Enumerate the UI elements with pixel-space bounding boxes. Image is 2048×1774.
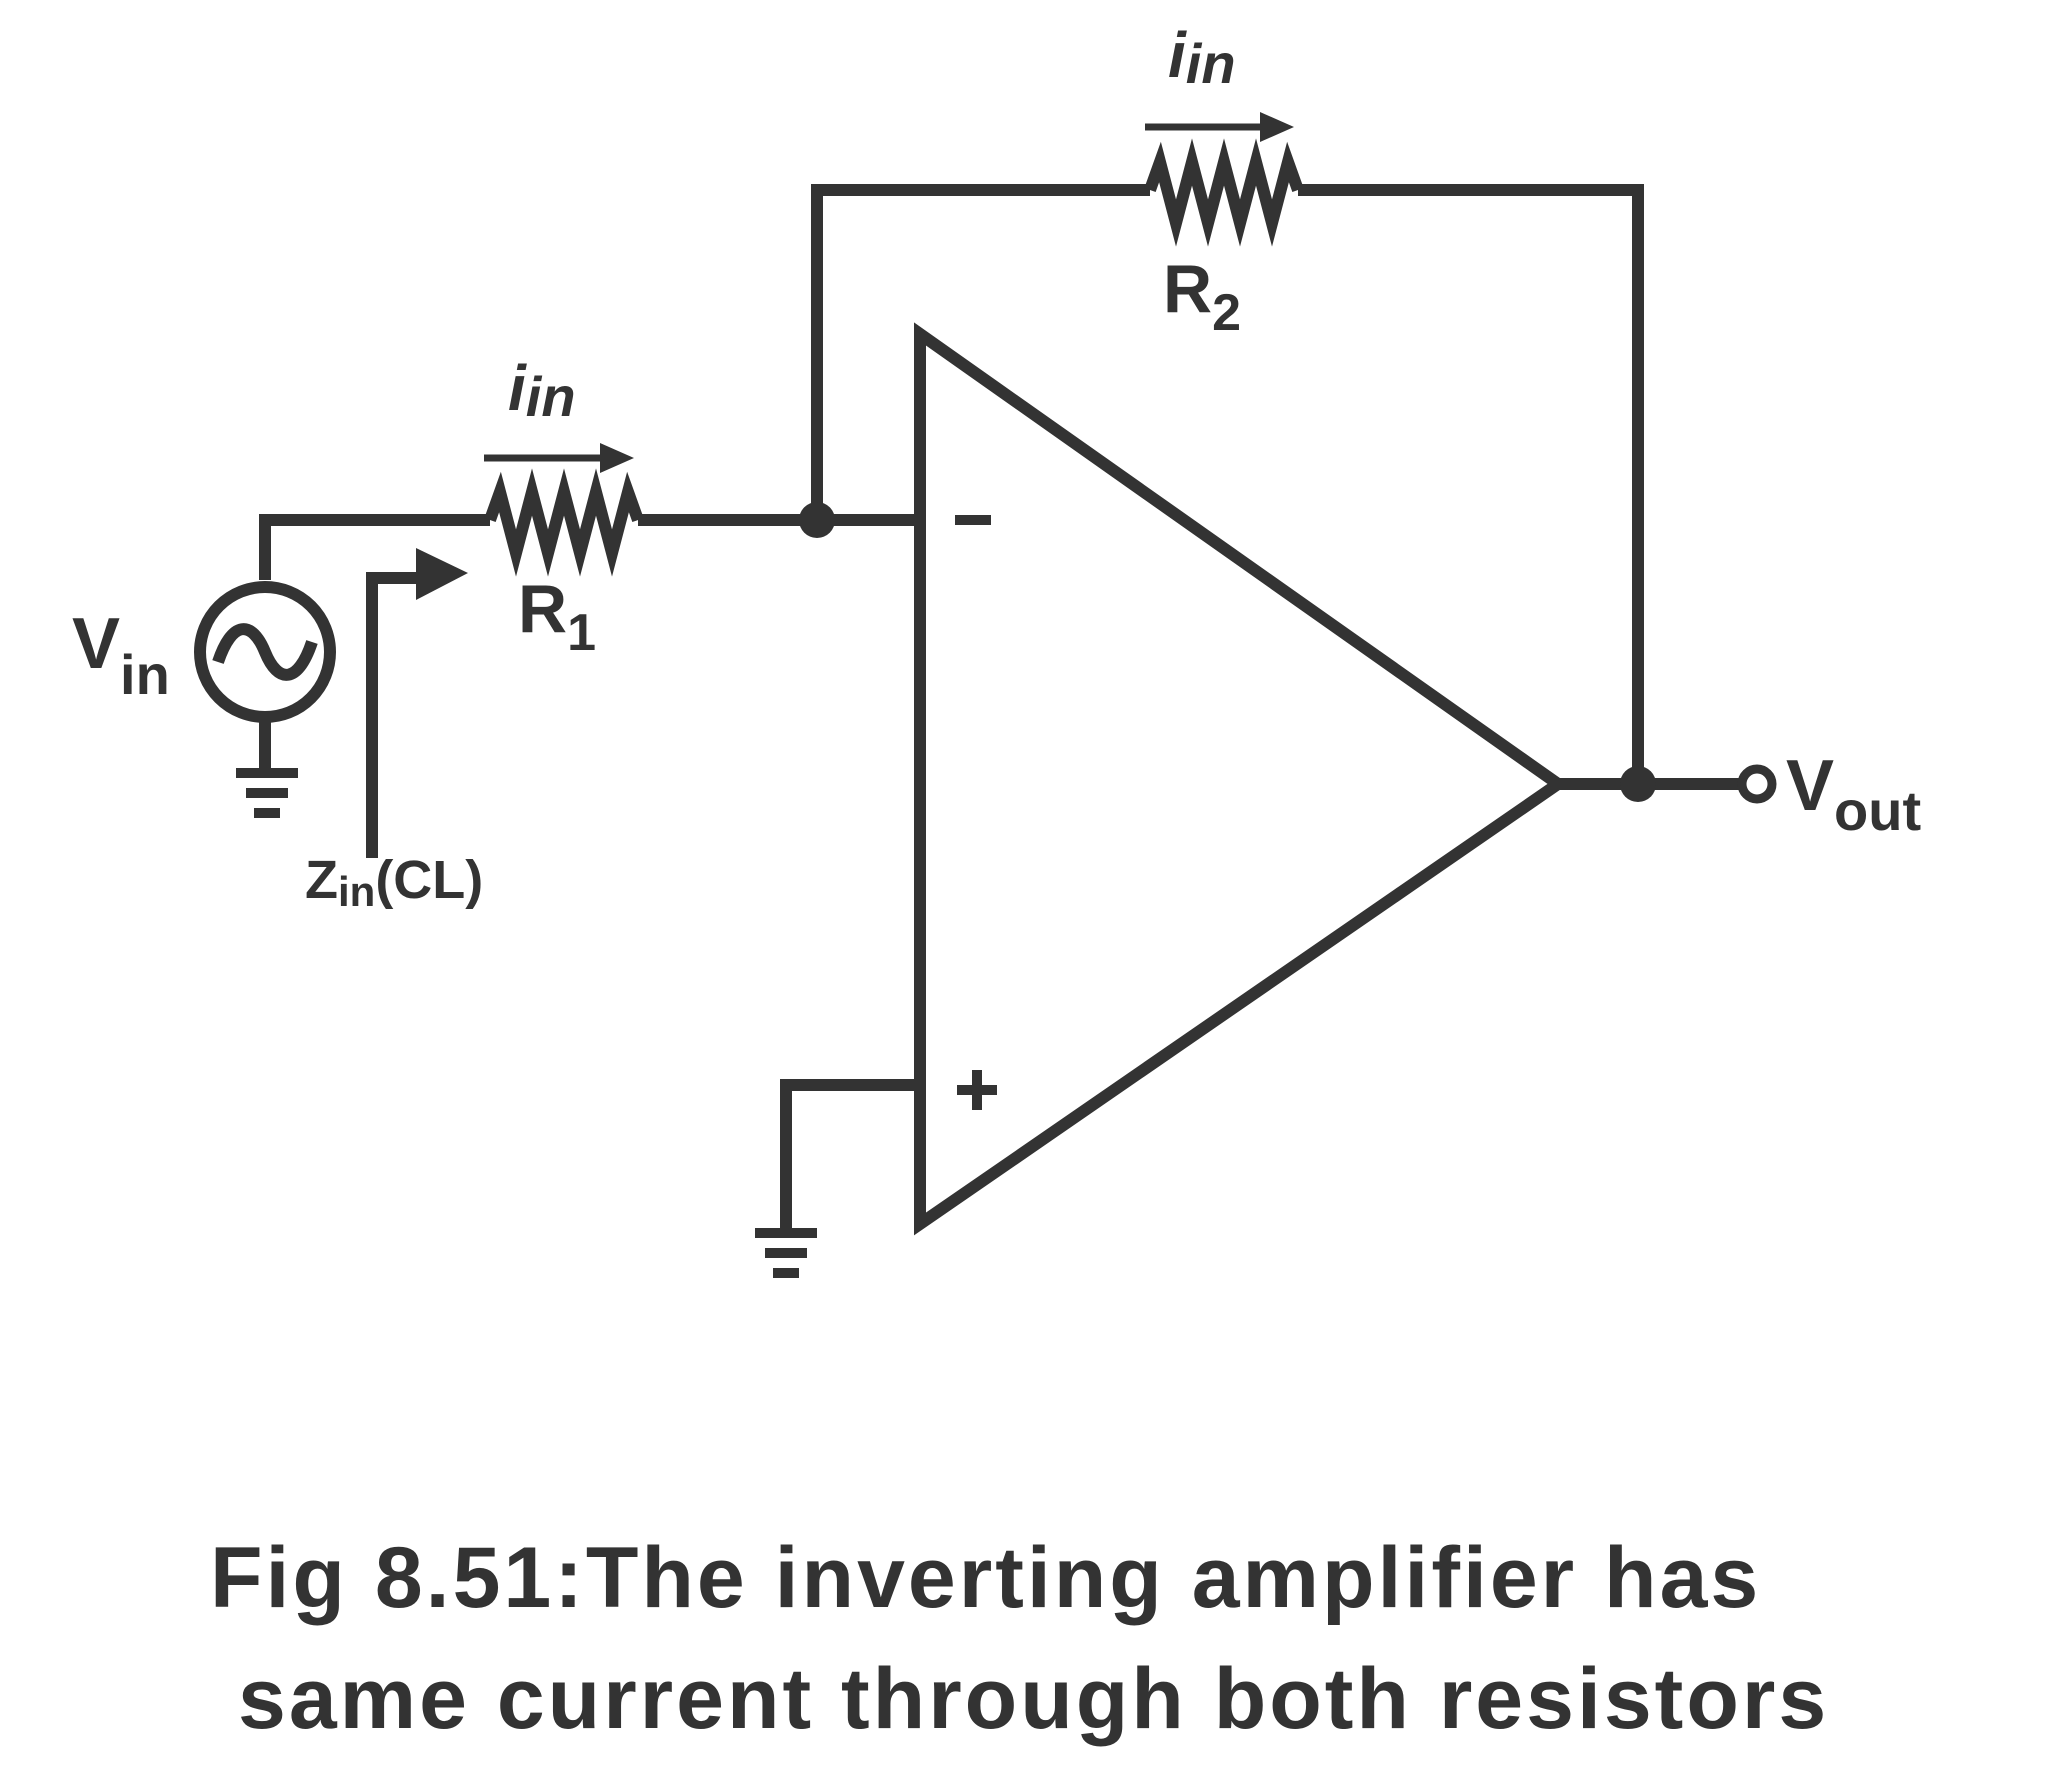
zin-indicator-line: [366, 572, 420, 858]
output-terminal: [1737, 764, 1777, 804]
current-arrow-r2-head: [1260, 112, 1294, 142]
ac-source-sine: [212, 623, 318, 681]
vin-label: Vin: [72, 604, 170, 706]
ground-icon-source: [236, 768, 298, 818]
input-wire-left: [259, 514, 490, 580]
r2-label: R2: [1163, 251, 1241, 342]
current-arrow-r1-head: [600, 443, 634, 473]
minus-sign: [955, 515, 991, 525]
resistor-r1: [484, 468, 644, 577]
noninverting-wire: [780, 1079, 915, 1230]
zin-arrow-head: [416, 548, 468, 600]
figure-caption-line-1: Fig 8.51:The inverting amplifier has: [210, 1530, 1762, 1626]
vout-label: Vout: [1786, 746, 1921, 842]
ground-icon-noninverting: [755, 1228, 817, 1278]
current-label-r1: iin: [508, 352, 576, 428]
r1-label: R1: [518, 571, 596, 662]
resistor-r2: [1144, 138, 1304, 247]
plus-sign: [957, 1070, 997, 1110]
feedback-wire-right: [1298, 184, 1644, 784]
op-amp-triangle: [914, 322, 1569, 1236]
inverting-node-dot: [799, 502, 835, 538]
zin-label: Zin(CL): [305, 850, 483, 915]
output-node-dot: [1620, 766, 1656, 802]
current-label-r2: iin: [1168, 19, 1236, 95]
feedback-wire-left: [811, 184, 1150, 520]
figure-caption-line-2: same current through both resistors: [238, 1651, 1830, 1747]
